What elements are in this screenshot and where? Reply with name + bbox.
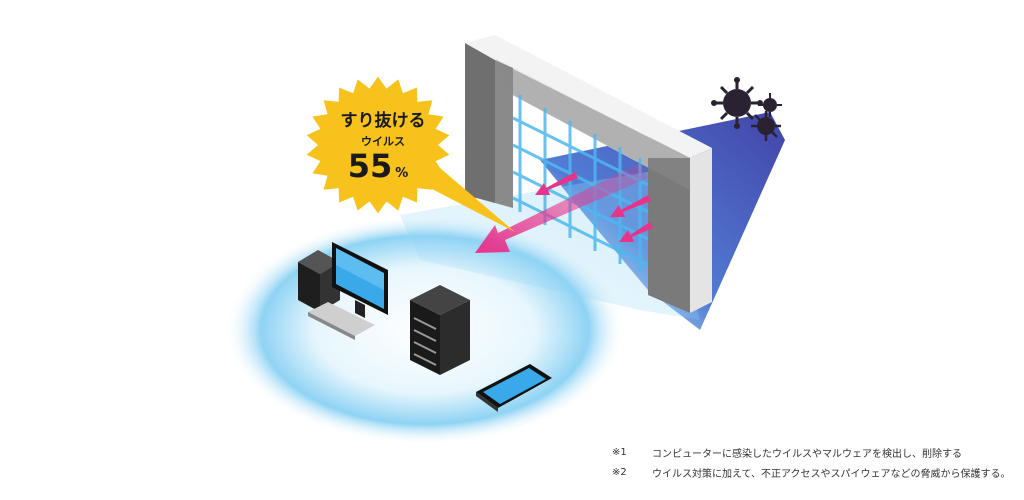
badge-number: 55 (348, 147, 393, 185)
small-arrow-2 (610, 195, 651, 217)
footnote-2: ※2 ウイルス対策に加えて、不正アクセスやスパイウェアなどの脅威から保護する。 (612, 462, 1022, 482)
small-arrow-1 (535, 172, 578, 195)
badge-pointer (405, 168, 515, 232)
server-rack (410, 285, 470, 375)
small-arrow-3 (619, 222, 653, 242)
footnote-mark: ※1 (612, 446, 627, 458)
desktop-computer (298, 242, 388, 340)
footnotes: ※1 コンピューターに感染したウイルスやマルウェアを検出し、削除する ※2 ウイ… (612, 442, 1022, 482)
main-penetrating-arrow (475, 163, 648, 253)
badge-value: 55% (348, 147, 409, 185)
smartphone (476, 364, 552, 412)
footnote-text: コンピューターに感染したウイルスやマルウェアを検出し、削除する (652, 448, 962, 460)
footnote-1: ※1 コンピューターに感染したウイルスやマルウェアを検出し、削除する (612, 442, 1022, 462)
percentage-badge: すり抜ける ウイルス 55% (306, 76, 450, 214)
badge-unit: % (395, 166, 408, 181)
badge-line1: すり抜ける (341, 110, 426, 131)
footnote-text: ウイルス対策に加えて、不正アクセスやスパイウェアなどの脅威から保護する。 (652, 468, 1011, 480)
virus-icon (711, 77, 782, 141)
badge-line2: ウイルス (361, 135, 405, 148)
firewall-net (512, 95, 649, 272)
penetrating-arrows (475, 163, 653, 253)
firewall-wall (465, 35, 712, 313)
footnote-mark: ※2 (612, 466, 627, 478)
